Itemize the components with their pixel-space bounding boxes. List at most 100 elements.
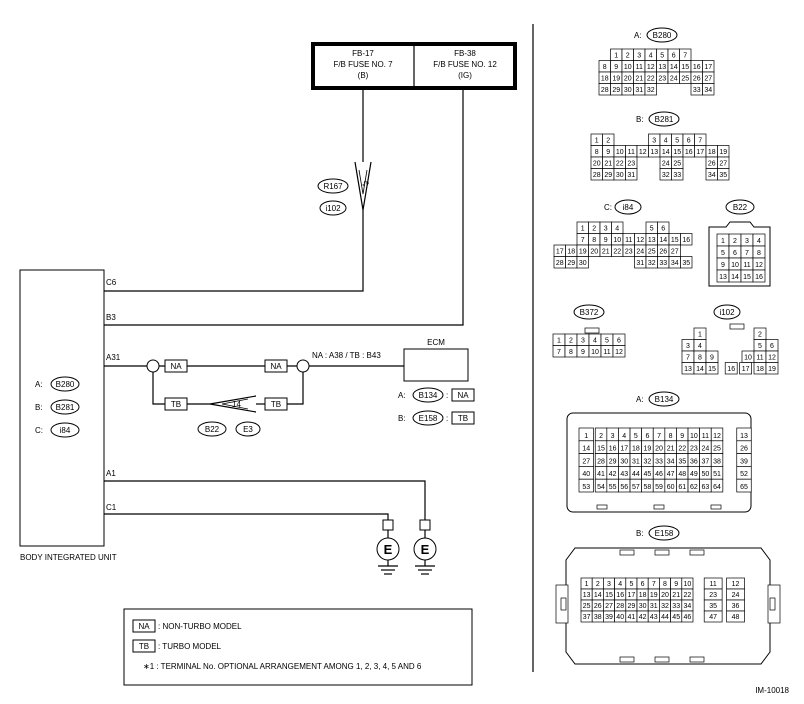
pin-number: 60	[667, 484, 675, 491]
pin-c1: C1	[106, 503, 117, 512]
pin-number: 28	[593, 172, 601, 179]
pin-number: 27	[582, 458, 590, 465]
pin-number: 5	[660, 53, 664, 60]
pin-number: 20	[661, 592, 669, 599]
pin-number: 26	[693, 76, 701, 83]
pin-number: 45	[644, 471, 652, 478]
pin-number: 46	[684, 614, 692, 621]
pin-cell	[736, 478, 752, 493]
biu-title: BODY INTEGRATED UNIT	[20, 553, 117, 562]
pin-number: 24	[662, 161, 670, 168]
ecm-ref-b-tag-text: TB	[458, 414, 468, 423]
pin-number: 1	[721, 238, 725, 245]
pin-number: 16	[693, 64, 701, 71]
pin-number: 10	[684, 581, 692, 588]
pin-number: 12	[732, 581, 740, 588]
pin-number: 32	[647, 87, 655, 94]
pin-a31: A31	[106, 353, 121, 362]
pin-number: 27	[719, 161, 727, 168]
connector-b281-name: B281	[655, 115, 674, 124]
pin-cell	[681, 610, 694, 623]
svg-text::: :	[446, 391, 448, 400]
pin-cell	[703, 610, 723, 623]
connector-i102-badge	[319, 200, 347, 216]
pin-number: 23	[709, 592, 717, 599]
ecm-ref-b-prefix: B:	[398, 414, 406, 423]
legend-tb-text: : TURBO MODEL	[158, 642, 222, 651]
pin-b3: B3	[106, 313, 116, 322]
conn-e3-label: E3	[243, 425, 253, 434]
legend-na-tag: NA	[138, 622, 150, 631]
pin-number: 44	[632, 471, 640, 478]
pin-number: 56	[620, 484, 628, 491]
pin-number: 8	[669, 433, 673, 440]
pin-number: 23	[627, 161, 635, 168]
ecm-ref-a-conn: B134	[419, 391, 438, 400]
connector-b280-header: A: B280	[634, 27, 678, 43]
wire-b3	[104, 88, 464, 326]
pin-number: 9	[614, 64, 618, 71]
pin-number: 21	[602, 249, 610, 256]
pin-cell	[680, 233, 693, 246]
pin-number: 34	[684, 603, 692, 610]
pin-number: 1	[585, 581, 589, 588]
pin-number: 4	[649, 53, 653, 60]
biu-ref-b-conn: B281	[56, 403, 75, 412]
pin-cell	[625, 168, 638, 181]
pin-number: 15	[673, 149, 681, 156]
connector-b22-symbol	[209, 395, 257, 413]
pin-number: 31	[635, 87, 643, 94]
svg-text:A:: A:	[636, 395, 644, 404]
pin-number: 30	[639, 603, 647, 610]
pin-number: 16	[609, 446, 617, 453]
pin-number: 11	[743, 262, 750, 269]
pin-number: 14	[731, 274, 739, 281]
pin-number: 6	[770, 343, 774, 350]
pin-number: 1	[698, 332, 702, 339]
pin-number: 61	[678, 484, 686, 491]
connector-b134-header: A: B134	[636, 391, 680, 407]
pin-cell	[578, 478, 594, 493]
pin-number: 7	[581, 237, 585, 244]
pin-number: 13	[684, 366, 692, 373]
pin-number: 28	[601, 87, 609, 94]
pin-number: 4	[664, 138, 668, 145]
pin-number: 52	[740, 471, 748, 478]
pin-number: 25	[713, 446, 721, 453]
pin-cell	[752, 269, 766, 283]
wire-c1	[104, 513, 389, 520]
connector-i102-header: i102	[713, 304, 741, 320]
pin-number: 18	[567, 249, 575, 256]
pin-number: 48	[732, 614, 740, 621]
pin-number: 2	[592, 226, 596, 233]
pin-number: 28	[616, 603, 624, 610]
pin-number: 32	[662, 172, 670, 179]
pin-number: 20	[593, 161, 601, 168]
pin-number: 8	[592, 237, 596, 244]
ecm: ECM A: B134 : NA B: E158 : TB	[398, 338, 475, 426]
svg-text:C:: C:	[604, 203, 612, 212]
conn-b22-label: B22	[205, 425, 220, 434]
pin-number: 22	[616, 161, 624, 168]
ground-right-label: E	[421, 542, 430, 557]
pin-number: 19	[768, 366, 776, 373]
pin-number: 6	[672, 53, 676, 60]
pin-number: 13	[648, 237, 656, 244]
pin-number: 15	[605, 592, 613, 599]
fuse-left-code: FB-17	[352, 49, 374, 58]
pin-number: 15	[681, 64, 689, 71]
pin-cell	[739, 362, 752, 375]
signal-a31: NA NA NA : A38 / TB : B43 TB 14 TB B22 E…	[104, 351, 404, 437]
pin-number: 27	[704, 76, 712, 83]
pin-number: 12	[755, 262, 763, 269]
pin-number: 7	[745, 250, 749, 257]
pin-number: 25	[583, 603, 591, 610]
pin-number: 36	[732, 603, 740, 610]
pin-number: 30	[624, 87, 632, 94]
pin-number: 31	[627, 172, 635, 179]
pin-number: 18	[632, 446, 640, 453]
pin-number: 35	[678, 458, 686, 465]
pin-grid-tabs	[584, 323, 745, 334]
pin-number: 14	[662, 149, 670, 156]
biu-ref-b-prefix: B:	[35, 403, 43, 412]
